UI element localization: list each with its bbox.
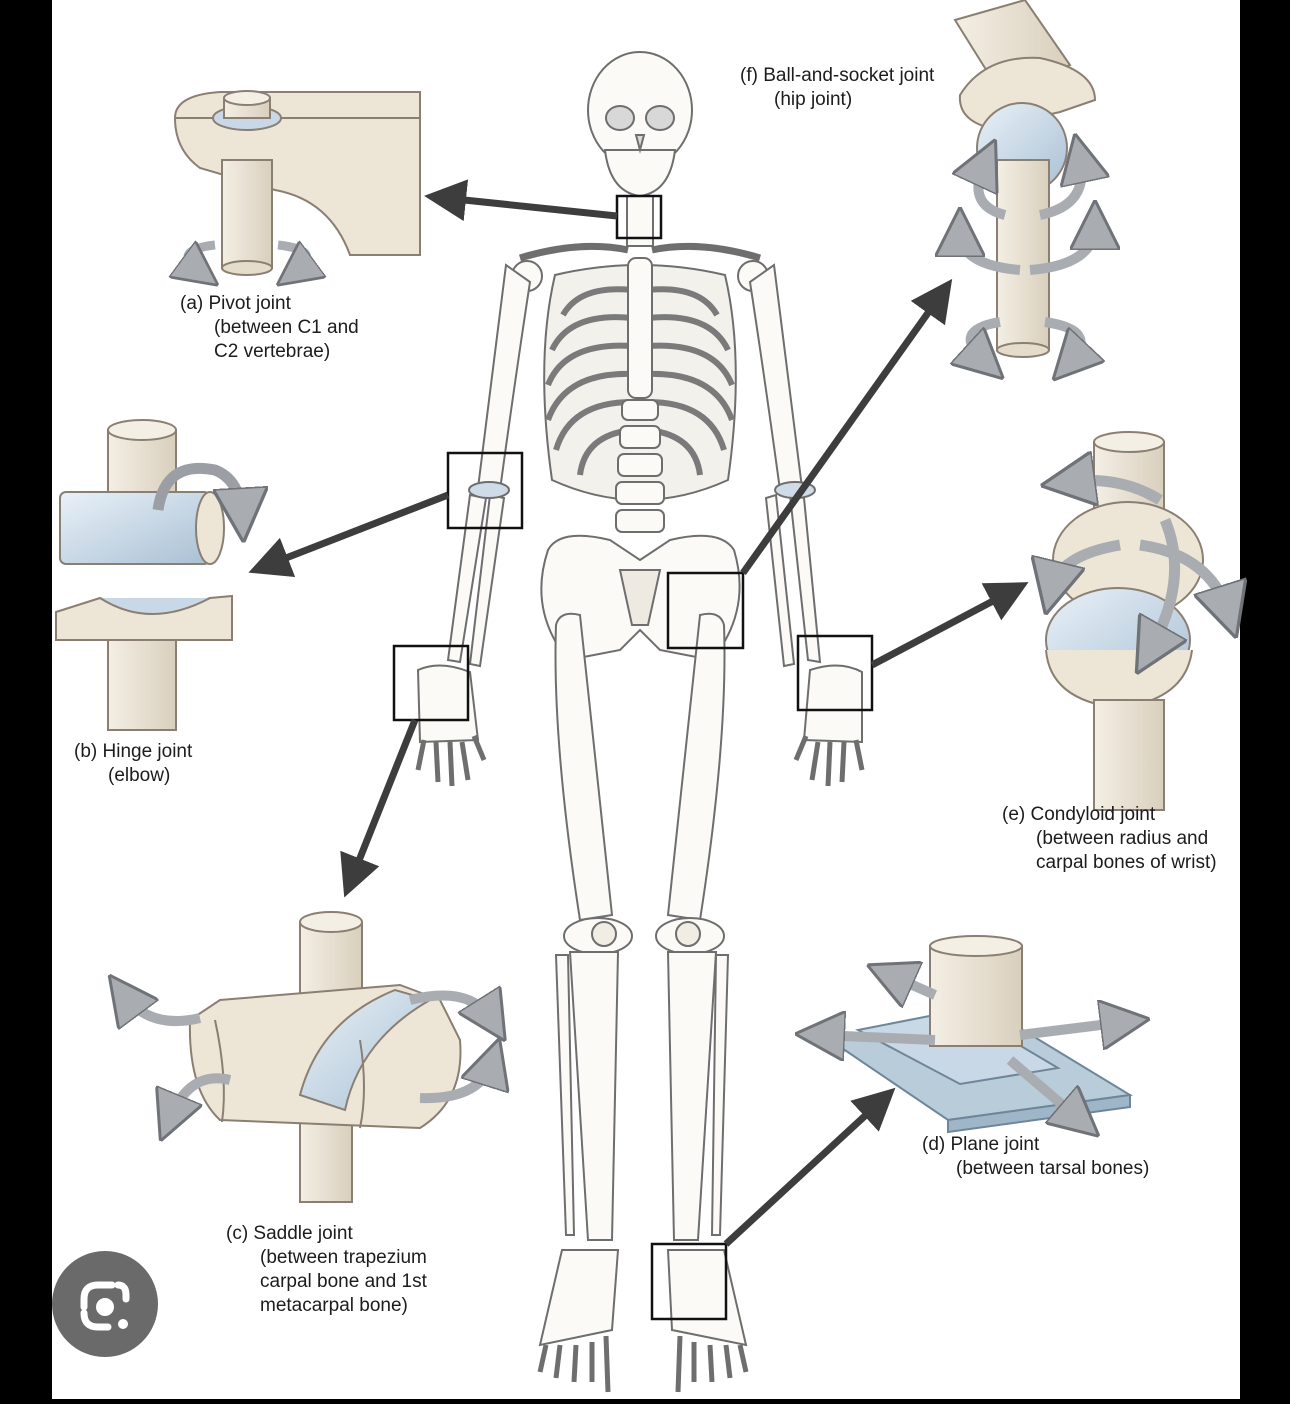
pivot-joint-desc-1: (between C1 and — [214, 317, 359, 338]
left-hand — [416, 664, 480, 744]
hinge-pointer-arrow — [248, 491, 450, 577]
left-clavicle — [518, 242, 629, 262]
right-toes — [675, 1335, 749, 1393]
ball-socket-joint-title: (f) Ball-and-socket joint — [740, 65, 935, 86]
right-radius — [764, 493, 796, 668]
plane-joint-label: (d) Plane joint (between tarsal bones) — [922, 1133, 1149, 1181]
pointer-arrows — [248, 179, 1029, 1247]
condyloid-joint-desc-2: carpal bones of wrist) — [1036, 852, 1217, 873]
saddle-joint-illustration — [124, 911, 492, 1203]
left-patella — [591, 921, 617, 947]
left-wrist-highlight-box — [392, 644, 470, 722]
pivot-joint-desc-2: C2 vertebrae) — [214, 341, 331, 362]
ball-socket-pointer-arrow — [740, 278, 953, 576]
sacrum — [618, 569, 662, 626]
pivot-joint-title: (a) Pivot joint — [180, 293, 291, 314]
plane-joint-illustration — [820, 935, 1130, 1132]
hip-highlight-box — [666, 571, 745, 650]
nasal-cavity — [634, 134, 646, 154]
ankle-highlight-box — [650, 1242, 728, 1321]
left-elbow-cartilage — [468, 481, 510, 499]
saddle-joint-desc-3: metacarpal bone) — [260, 1295, 408, 1316]
plane-joint-desc-1: (between tarsal bones) — [956, 1158, 1150, 1179]
google-lens-button[interactable] — [52, 1251, 158, 1357]
ball-socket-joint-desc-1: (hip joint) — [774, 89, 853, 110]
saddle-joint-title: (c) Saddle joint — [226, 1223, 353, 1244]
saddle-pointer-arrow — [340, 718, 419, 898]
left-toes — [537, 1335, 611, 1393]
left-tibia — [568, 951, 620, 1241]
hinge-joint-illustration — [55, 419, 242, 731]
saddle-joint-label: (c) Saddle joint (between trapezium carp… — [226, 1222, 427, 1318]
highlight-boxes — [392, 194, 874, 1321]
neck-highlight-box — [615, 194, 663, 240]
hinge-joint-title: (b) Hinge joint — [74, 741, 193, 762]
hinge-joint-desc-1: (elbow) — [108, 765, 171, 786]
ball-socket-joint-label: (f) Ball-and-socket joint (hip joint) — [740, 64, 934, 112]
left-fingers — [415, 735, 487, 787]
condyloid-joint-label: (e) Condyloid joint (between radius and … — [1002, 803, 1217, 875]
left-foot — [538, 1249, 620, 1347]
condyloid-joint-desc-1: (between radius and — [1036, 828, 1209, 849]
plane-pointer-arrow — [723, 1087, 896, 1247]
left-frame-bar — [0, 0, 52, 1399]
saddle-joint-desc-1: (between trapezium — [260, 1247, 427, 1268]
saddle-joint-desc-2: carpal bone and 1st — [260, 1271, 427, 1292]
hinge-joint-label: (b) Hinge joint (elbow) — [74, 740, 192, 788]
right-eye-socket — [645, 105, 675, 131]
google-lens-icon — [80, 1281, 130, 1331]
left-eye-socket — [605, 105, 635, 131]
left-fibula — [554, 954, 576, 1236]
left-femur — [554, 612, 614, 922]
condyloid-joint-illustration — [1046, 431, 1228, 811]
pivot-pointer-arrow — [424, 179, 618, 222]
lumbar-spine — [615, 399, 665, 533]
condyloid-joint-title: (e) Condyloid joint — [1002, 804, 1156, 825]
condyloid-pointer-arrow — [870, 582, 1029, 669]
right-clavicle — [651, 242, 762, 262]
skeleton — [415, 51, 865, 1393]
right-wrist-highlight-box — [796, 634, 874, 712]
right-femur — [666, 612, 726, 922]
right-fingers — [793, 735, 865, 787]
right-patella — [675, 921, 701, 947]
right-tibia — [666, 951, 718, 1241]
sternum — [627, 257, 653, 399]
right-hand — [802, 664, 863, 744]
ribs — [545, 286, 735, 476]
pivot-joint-illustration — [175, 90, 421, 275]
pivot-joint-label: (a) Pivot joint (between C1 and C2 verte… — [180, 292, 359, 364]
elbow-highlight-box — [446, 451, 524, 530]
right-frame-bar — [1240, 0, 1290, 1399]
ball-socket-joint-illustration — [955, 0, 1095, 362]
plane-joint-title: (d) Plane joint — [922, 1134, 1040, 1155]
right-fibula — [710, 954, 730, 1236]
